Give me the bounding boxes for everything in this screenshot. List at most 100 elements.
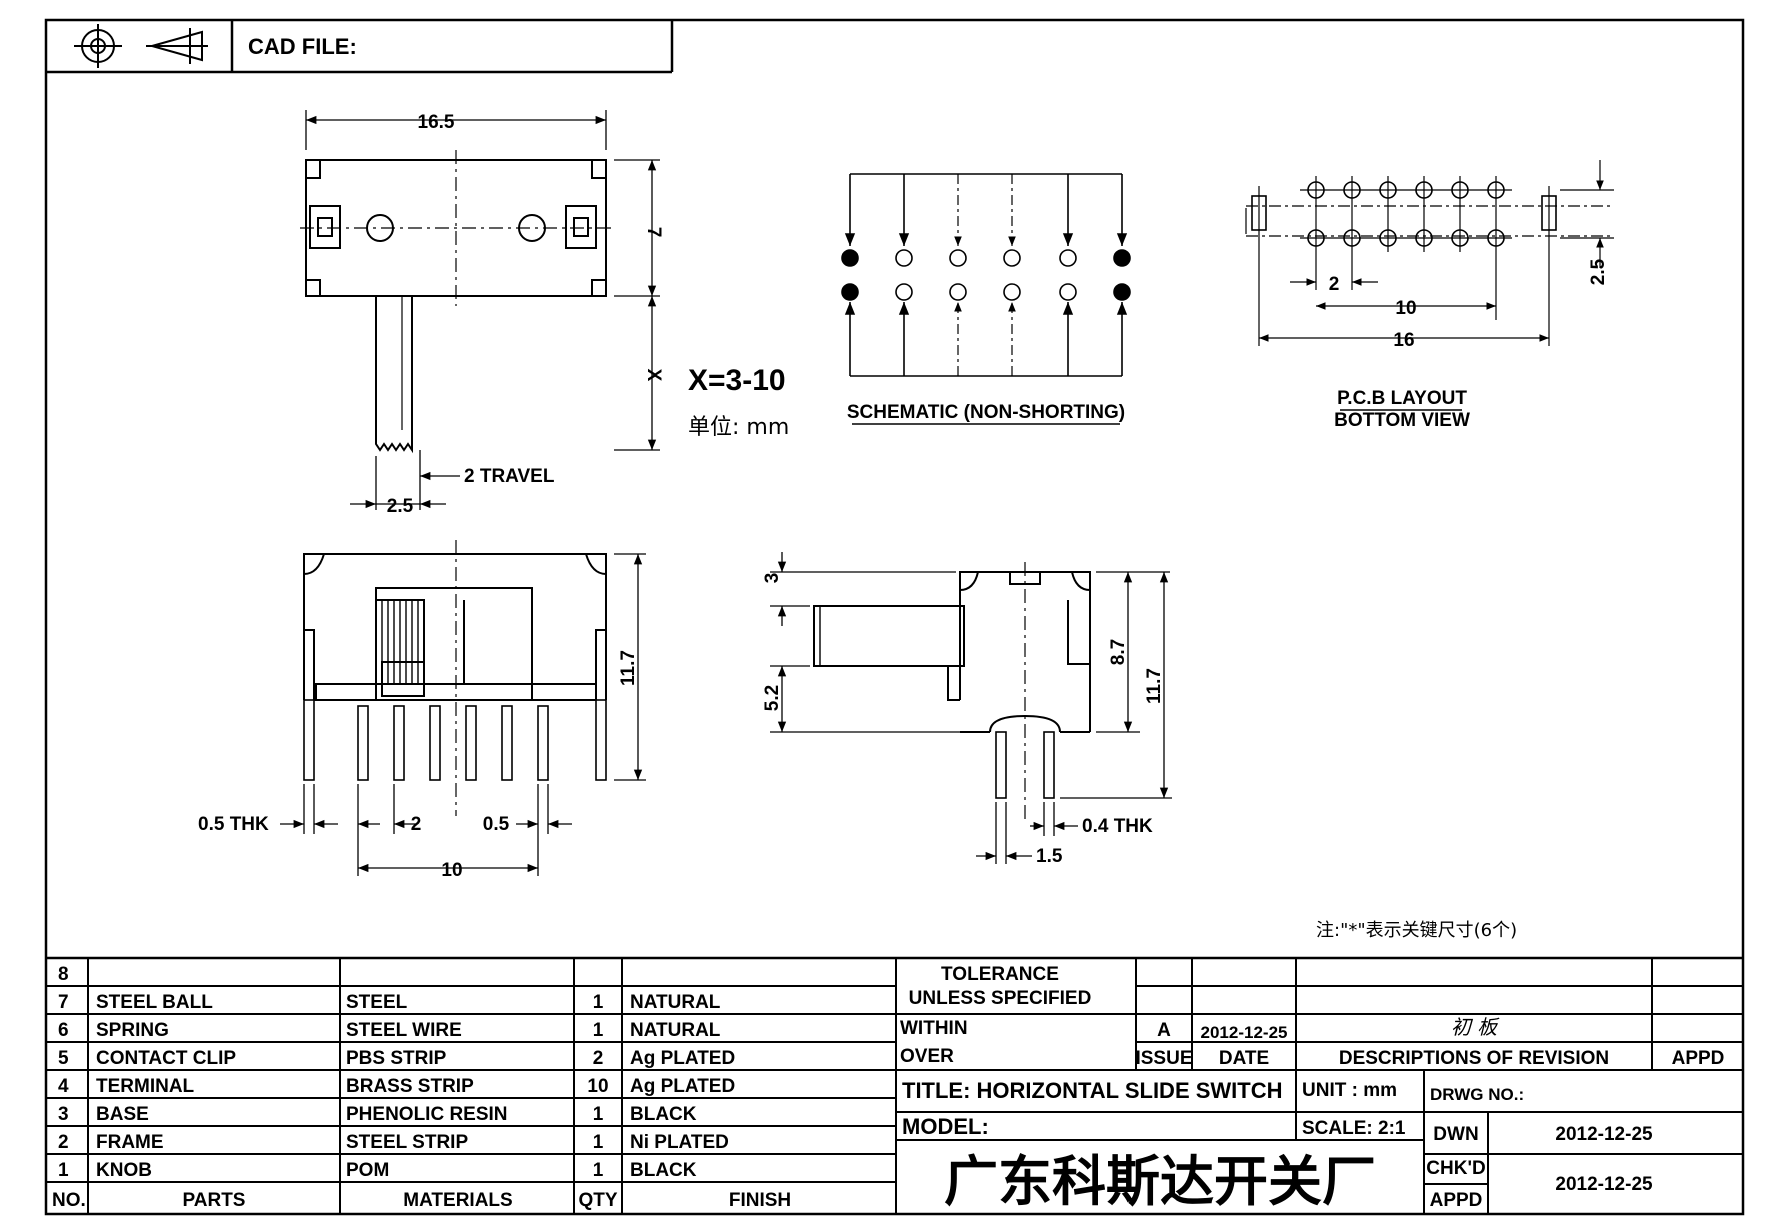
bom-row: 6 SPRING STEEL WIRE 1 NATURAL — [58, 1020, 721, 1041]
sheet-border — [44, 18, 1745, 1216]
bom-header-qty: QTY — [578, 1190, 617, 1211]
bom-finish: BLACK — [630, 1104, 697, 1125]
chkd-date: 2012-12-25 — [1555, 1174, 1653, 1195]
bom-no: 1 — [58, 1160, 69, 1181]
side-h1-dim: 8.7 — [1108, 639, 1129, 665]
bom-part: STEEL BALL — [96, 992, 213, 1013]
schematic-label: SCHEMATIC (NON-SHORTING) — [847, 402, 1125, 423]
top-stroke-dim: X — [643, 369, 664, 382]
side-view-dimensions — [770, 552, 1172, 864]
revision-appd-label: APPD — [1672, 1048, 1725, 1069]
side-top-dim: 3 — [762, 573, 783, 584]
top-view — [300, 150, 612, 454]
top-height-dim: 7 — [643, 227, 664, 238]
projection-crosshair-icon — [74, 24, 122, 68]
bom-row: 4 TERMINAL BRASS STRIP 10 Ag PLATED — [58, 1076, 735, 1097]
schematic-diagram — [841, 173, 1131, 425]
bom-finish: BLACK — [630, 1160, 697, 1181]
x-range-note: X=3-10 — [688, 364, 786, 397]
side-knob-dim: 5.2 — [762, 685, 783, 711]
issue-label: ISSUE — [1135, 1048, 1192, 1069]
bom-material: PBS STRIP — [346, 1048, 447, 1069]
bom-no: 2 — [58, 1132, 69, 1153]
bom-qty: 1 — [593, 1020, 604, 1041]
pcb-span2-dim: 16 — [1393, 330, 1414, 351]
unless-specified-label: UNLESS SPECIFIED — [909, 988, 1092, 1009]
bom-finish: Ag PLATED — [630, 1076, 735, 1097]
front-pitch-dim: 2 — [411, 814, 422, 835]
appd-label: APPD — [1430, 1190, 1483, 1211]
model-label: MODEL: — [902, 1114, 989, 1139]
bom-no: 7 — [58, 992, 69, 1013]
issue-value: A — [1157, 1020, 1171, 1041]
bom-row: 1 KNOB POM 1 BLACK — [58, 1160, 697, 1181]
bom-header-materials: MATERIALS — [403, 1190, 512, 1211]
bom-finish: NATURAL — [630, 992, 721, 1013]
bom-no: 8 — [58, 964, 69, 985]
within-label: WITHIN — [900, 1018, 968, 1039]
bom-material: STEEL — [346, 992, 408, 1013]
bom-row: 8 — [58, 964, 69, 985]
bom-part: KNOB — [96, 1160, 152, 1181]
drwg-no-label: DRWG NO.: — [1430, 1085, 1524, 1104]
bom-qty: 1 — [593, 1132, 604, 1153]
projection-cone-icon — [146, 28, 208, 64]
side-thk-dim: 0.4 THK — [1082, 816, 1153, 837]
bom-row: 5 CONTACT CLIP PBS STRIP 2 Ag PLATED — [58, 1048, 735, 1069]
descriptions-label: DESCRIPTIONS OF REVISION — [1339, 1048, 1609, 1069]
pcb-row-dim: 2.5 — [1588, 258, 1609, 285]
company-name: 广东科斯达开关厂 — [944, 1150, 1376, 1213]
bom-material: STEEL STRIP — [346, 1132, 468, 1153]
side-view — [813, 562, 1091, 820]
bom-no: 3 — [58, 1104, 69, 1125]
bom-row: 2 FRAME STEEL STRIP 1 Ni PLATED — [58, 1132, 729, 1153]
bom-part: CONTACT CLIP — [96, 1048, 236, 1069]
bom-header-finish: FINISH — [729, 1190, 791, 1211]
bom-row: 7 STEEL BALL STEEL 1 NATURAL — [58, 992, 721, 1013]
bom-qty: 1 — [593, 1160, 604, 1181]
scale-label: SCALE: 2:1 — [1302, 1118, 1406, 1139]
chkd-label: CHK'D — [1426, 1158, 1485, 1179]
side-pin-dim: 1.5 — [1036, 846, 1063, 867]
front-view-dimensions — [280, 553, 646, 876]
bom-qty: 10 — [587, 1076, 608, 1097]
bom-material: STEEL WIRE — [346, 1020, 462, 1041]
pcb-layout — [1245, 160, 1614, 411]
date-label: DATE — [1219, 1048, 1269, 1069]
bom-part: SPRING — [96, 1020, 169, 1041]
title-block-grid — [896, 958, 1743, 1214]
bom-no: 5 — [58, 1048, 69, 1069]
front-view — [303, 540, 607, 816]
bom-material: PHENOLIC RESIN — [346, 1104, 508, 1125]
pcb-label-2: BOTTOM VIEW — [1334, 410, 1470, 431]
pcb-pitch-dim: 2 — [1329, 274, 1340, 295]
front-span-dim: 10 — [441, 860, 462, 881]
top-width-dim: 16.5 — [418, 112, 455, 133]
bom-material: POM — [346, 1160, 389, 1181]
bom-qty: 1 — [593, 1104, 604, 1125]
front-height-dim: 11.7 — [618, 650, 639, 686]
drawing-title: TITLE: HORIZONTAL SLIDE SWITCH — [902, 1078, 1283, 1103]
revision-note: 初 板 — [1451, 1015, 1500, 1039]
bom-finish: Ni PLATED — [630, 1132, 729, 1153]
pcb-span1-dim: 10 — [1395, 298, 1416, 319]
bom-header-no: NO. — [52, 1190, 86, 1211]
bom-qty: 1 — [593, 992, 604, 1013]
bom-table-grid — [46, 958, 897, 1214]
bom-material: BRASS STRIP — [346, 1076, 474, 1097]
top-pitch-dim: 2.5 — [387, 496, 414, 517]
bom-finish: Ag PLATED — [630, 1048, 735, 1069]
unit-note: 单位: mm — [688, 415, 789, 440]
bom-no: 6 — [58, 1020, 69, 1041]
unit-label: UNIT : mm — [1302, 1080, 1397, 1101]
bom-finish: NATURAL — [630, 1020, 721, 1041]
cad-file-label: CAD FILE: — [248, 34, 357, 59]
bom-no: 4 — [58, 1076, 69, 1097]
bom-row: 3 BASE PHENOLIC RESIN 1 BLACK — [58, 1104, 697, 1125]
bom-qty: 2 — [593, 1048, 604, 1069]
dwn-date: 2012-12-25 — [1555, 1124, 1653, 1145]
over-label: OVER — [900, 1046, 954, 1067]
bom-header-parts: PARTS — [183, 1190, 246, 1211]
bom-table: 8 7 STEEL BALL STEEL 1 NATURAL 6 SPRING … — [52, 964, 791, 1211]
